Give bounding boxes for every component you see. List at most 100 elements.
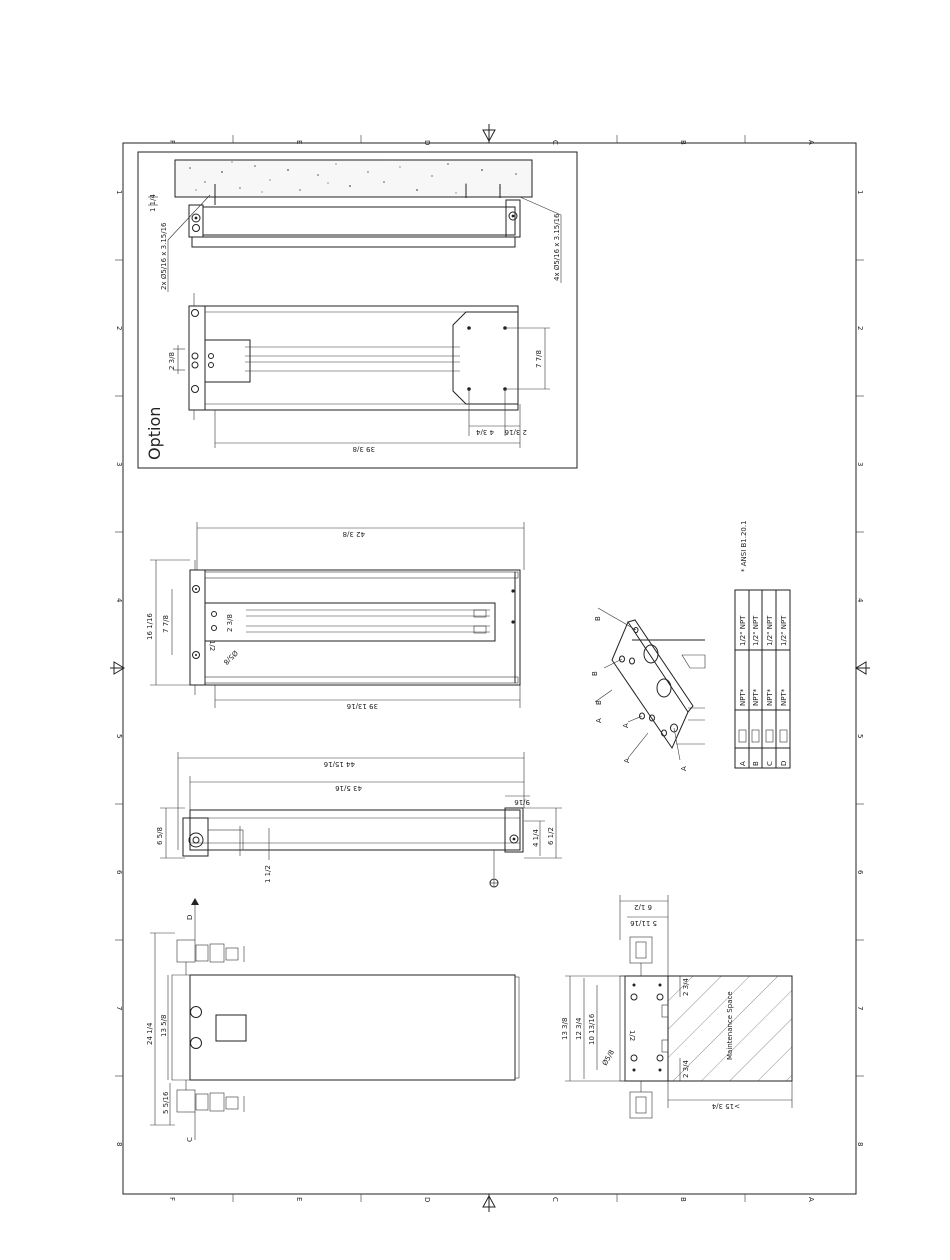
port-c-label: C: [186, 1137, 194, 1142]
dim-side-right-height: 6 1/2: [547, 827, 555, 845]
iso-label-a: A: [680, 766, 688, 771]
port-thread: NPT*: [752, 688, 760, 706]
dim-top-inner: 7 7/8: [162, 615, 170, 633]
concrete-slab: [174, 159, 533, 198]
zone-col-label: D: [423, 1197, 431, 1202]
iso-label-a: A: [623, 758, 631, 763]
port-thread: NPT*: [739, 688, 747, 706]
zone-row-label: 3: [856, 462, 864, 466]
zone-row-label: 8: [856, 1142, 864, 1146]
port-label: D: [780, 761, 788, 766]
port-row: B NPT* 1/2" NPT: [751, 615, 760, 766]
dim-top-width: 16 1/16: [146, 613, 154, 640]
dim-option-plate-width: 7 7/8: [535, 350, 543, 368]
dim-top-port-spacing: 2 3/8: [226, 614, 234, 632]
option-view: Option: [137, 151, 578, 469]
dim-top-hole-dia: Ø5/8: [222, 649, 240, 667]
option-title: Option: [145, 407, 164, 460]
zone-col-label: A: [807, 1197, 815, 1202]
iso-label-b: B: [594, 616, 602, 621]
port-row: D NPT* 1/2" NPT: [779, 615, 788, 766]
port-thread: NPT*: [780, 688, 788, 706]
dim-end-half: 1/2: [628, 1030, 636, 1041]
port-size: 1/2" NPT: [780, 615, 788, 646]
port-size: 1/2" NPT: [752, 615, 760, 646]
dim-option-overall: 39 3/8: [353, 445, 375, 453]
zone-row-label: 5: [856, 734, 864, 738]
dim-side-length: 43 5/16: [335, 784, 362, 792]
slab-speckle: [189, 159, 517, 194]
front-view: D C 24 1/4 13 5/8 5 5/16: [146, 898, 520, 1142]
dim-option-hole-offset: 4 3/4: [476, 428, 494, 436]
port-label: C: [766, 761, 774, 766]
zone-row-label: 4: [856, 598, 864, 603]
zone-row-label: 1: [115, 190, 123, 194]
dim-front-offset: 5 5/16: [162, 1091, 170, 1114]
zone-col-label: E: [295, 1197, 303, 1201]
dim-end-hole: Ø5/8: [601, 1048, 616, 1067]
zone-labels: F E D C B A F E D C B A 1 2 3 4 5 6 7 8 …: [115, 140, 864, 1202]
dim-side-bottom: 1 1/2: [264, 865, 272, 883]
zone-col-label: F: [168, 140, 176, 144]
dim-end-side-a: 2 3/4: [682, 978, 690, 996]
port-size: 1/2" NPT: [739, 615, 747, 646]
dim-side-port-height: 4 1/4: [532, 829, 540, 847]
port-label: B: [752, 761, 760, 766]
maintenance-label: Maintenance Space: [726, 991, 734, 1060]
zone-row-label: 7: [115, 1006, 123, 1010]
zone-row-label: 3: [115, 462, 123, 466]
zone-row-label: 6: [856, 870, 864, 875]
zone-col-label: A: [807, 140, 815, 145]
dim-option-top-gap: 1 1/4: [149, 194, 157, 212]
port-row: C NPT* 1/2" NPT: [765, 615, 774, 766]
dim-front-center: 13 5/8: [160, 1015, 168, 1037]
port-row: A NPT* 1/2" NPT: [738, 615, 747, 766]
dim-side-overall: 44 15/16: [323, 760, 355, 768]
zone-col-label: C: [551, 140, 559, 145]
side-view: 44 15/16 43 5/16 9/16 6 5/8 4 1/4 6 1/2 …: [156, 752, 562, 888]
dim-top-half: 1/2: [208, 640, 216, 651]
zone-col-label: F: [168, 1197, 176, 1201]
dim-side-end: 9/16: [514, 798, 530, 806]
zone-col-label: B: [679, 140, 687, 145]
port-table: * ANSI B1.20.1 A NPT* 1/2" NPT B NPT* 1/…: [734, 520, 791, 769]
zone-row-label: 7: [856, 1006, 864, 1010]
port-d-label: D: [186, 915, 194, 920]
zone-row-label: 5: [115, 734, 123, 738]
zone-col-label: C: [551, 1197, 559, 1202]
dim-top-overall: 42 3/8: [343, 530, 365, 538]
dim-front-overall: 24 1/4: [146, 1022, 154, 1045]
zone-row-label: 4: [115, 598, 123, 603]
dim-option-port-spacing: 2 3/8: [168, 352, 176, 370]
zone-row-label: 1: [856, 190, 864, 194]
dim-option-edge-offset: 2 3/16: [504, 428, 527, 436]
dim-end-h3: 10 13/16: [588, 1013, 596, 1045]
zone-col-label: D: [423, 140, 431, 145]
port-thread: NPT*: [766, 688, 774, 706]
zone-row-label: 2: [115, 326, 123, 330]
port-label: A: [739, 761, 747, 766]
ansi-note: * ANSI B1.20.1: [740, 520, 748, 572]
center-markers: [110, 124, 870, 1212]
dim-end-h2: 12 3/4: [575, 1017, 583, 1040]
iso-view: A A A B B B A: [591, 607, 706, 771]
top-view: 42 3/8 16 1/16 7 7/8 2 3/8 1/2 Ø5/8 39 1…: [146, 522, 525, 710]
port-size: 1/2" NPT: [766, 615, 774, 646]
dim-side-height: 6 5/8: [156, 827, 164, 845]
zone-col-label: E: [295, 140, 303, 144]
zone-row-label: 8: [115, 1142, 123, 1146]
dim-end-clearance: >15 3/4: [711, 1102, 740, 1110]
iso-label-b: B: [595, 700, 603, 705]
dim-end-side-b: 2 3/4: [682, 1060, 690, 1078]
dim-option-bolts-right: 4x Ø5/16 x 3.15/16: [553, 213, 561, 281]
iso-label-a: A: [595, 718, 603, 723]
end-view: Maintenance Space 6 1/2 5 11/16 13 3/8 1…: [561, 895, 793, 1119]
dim-end-top-inner: 5 11/16: [630, 919, 657, 927]
iso-label-a: A: [622, 723, 630, 728]
zone-col-label: B: [679, 1197, 687, 1202]
dim-end-top: 6 1/2: [634, 903, 652, 911]
dim-top-length: 39 13/16: [346, 702, 378, 710]
zone-row-label: 6: [115, 870, 123, 875]
dim-end-h1: 13 3/8: [561, 1018, 569, 1040]
